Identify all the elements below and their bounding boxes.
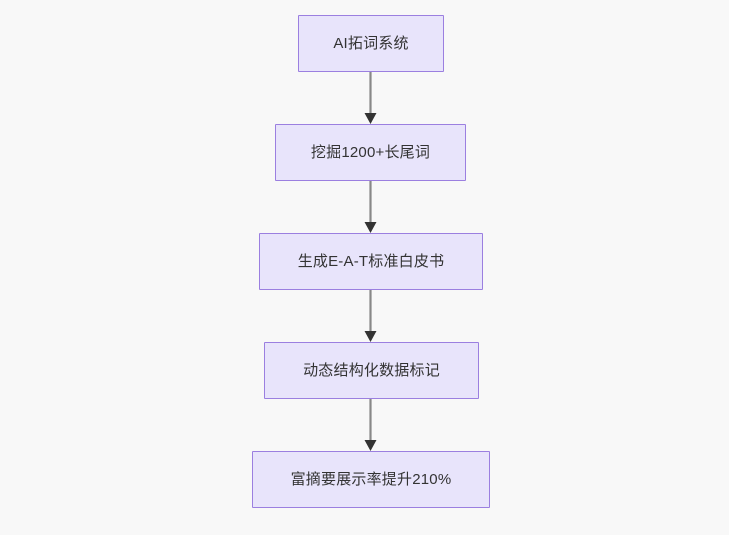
flow-node-rich-snippet-impression-lift[interactable]: 富摘要展示率提升210%: [252, 451, 490, 508]
edge-node2-to-node3: [358, 179, 383, 235]
flow-node-label: 生成E-A-T标准白皮书: [297, 253, 445, 270]
flow-node-generate-eat-whitepaper[interactable]: 生成E-A-T标准白皮书: [259, 233, 483, 290]
flow-node-mine-longtail-keywords[interactable]: 挖掘1200+长尾词: [275, 124, 466, 181]
flow-node-label: 动态结构化数据标记: [303, 362, 440, 379]
edge-node4-to-node5: [358, 397, 383, 453]
flow-node-dynamic-structured-data-markup[interactable]: 动态结构化数据标记: [264, 342, 479, 399]
edge-node1-to-node2: [358, 70, 383, 126]
flow-node-label: 富摘要展示率提升210%: [290, 471, 452, 488]
flow-node-label: 挖掘1200+长尾词: [310, 144, 431, 161]
edge-node3-to-node4: [358, 288, 383, 344]
flow-node-label: AI拓词系统: [333, 35, 409, 52]
flow-node-ai-keyword-system[interactable]: AI拓词系统: [298, 15, 444, 72]
